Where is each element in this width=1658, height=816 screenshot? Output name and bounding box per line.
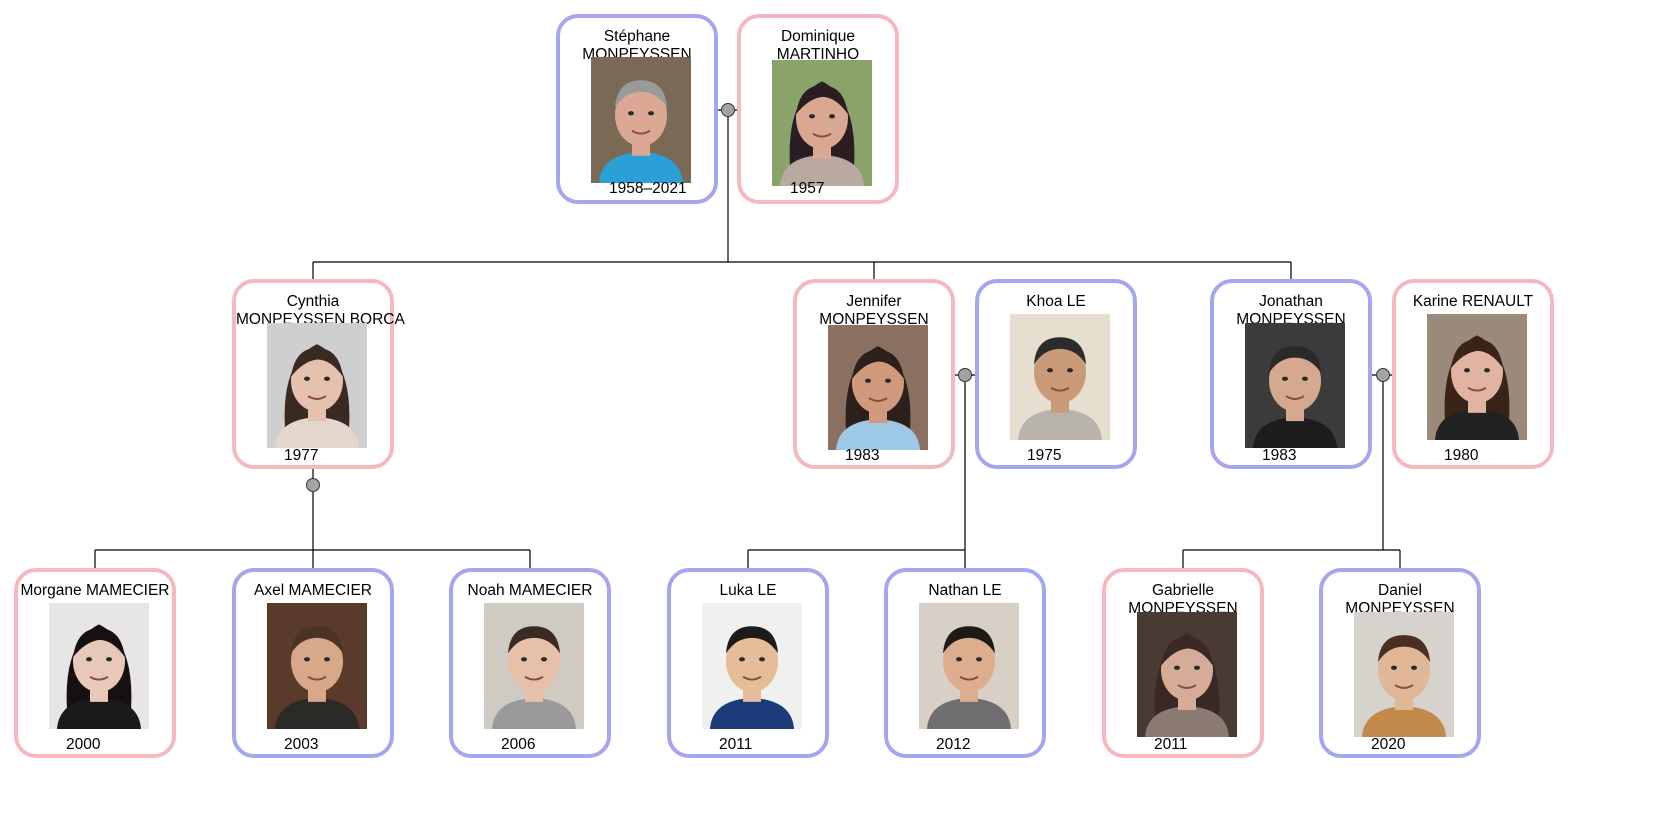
person-photo: [1354, 612, 1454, 737]
person-years: 2000: [66, 736, 101, 753]
person-photo: [1010, 314, 1110, 440]
person-card-khoa[interactable]: Khoa LE 1975: [975, 279, 1137, 469]
portrait-image: [828, 325, 928, 450]
person-name: Morgane MAMECIER: [18, 582, 172, 600]
person-years: 2011: [719, 736, 753, 753]
person-card-karine[interactable]: Karine RENAULT 1980: [1392, 279, 1554, 469]
person-photo: [267, 323, 367, 448]
person-photo: [1245, 323, 1345, 448]
person-photo: [484, 603, 584, 729]
person-photo: [49, 603, 149, 729]
person-name: Khoa LE: [979, 293, 1133, 311]
person-years: 1957: [790, 180, 825, 197]
first-name: Jennifer: [846, 293, 902, 310]
portrait-image: [267, 323, 367, 448]
person-name: Axel MAMECIER: [236, 582, 390, 600]
person-name: Nathan LE: [888, 582, 1042, 600]
last-name: MARTINHO: [776, 46, 860, 63]
portrait-image: [1245, 323, 1345, 448]
person-years: 1975: [1027, 447, 1062, 464]
first-name: Jonathan: [1259, 293, 1323, 310]
portrait-image: [267, 603, 367, 729]
person-photo: [1137, 612, 1237, 737]
first-name: Gabrielle: [1151, 582, 1215, 599]
union-node-cynthia[interactable]: [306, 478, 320, 492]
person-card-luka[interactable]: Luka LE 2011: [667, 568, 829, 758]
person-photo: [1427, 314, 1527, 440]
person-name: Karine RENAULT: [1396, 293, 1550, 311]
person-years: 1977: [284, 447, 319, 464]
portrait-image: [919, 603, 1019, 729]
person-photo: [772, 60, 872, 186]
person-name: Luka LE: [671, 582, 825, 600]
person-photo: [828, 325, 928, 450]
first-name: Khoa LE: [1026, 293, 1086, 310]
person-card-nathan[interactable]: Nathan LE 2012: [884, 568, 1046, 758]
person-years: 1983: [1262, 447, 1297, 464]
person-years: 2011: [1154, 736, 1188, 753]
person-years: 1958–2021: [609, 180, 687, 197]
first-name: Axel MAMECIER: [254, 582, 372, 599]
person-years: 2003: [284, 736, 319, 753]
person-years: 2012: [936, 736, 971, 753]
person-photo: [267, 603, 367, 729]
person-years: 2020: [1371, 736, 1406, 753]
first-name: Morgane MAMECIER: [20, 582, 170, 599]
union-node-jennifer-khoa[interactable]: [958, 368, 972, 382]
person-card-morgane[interactable]: Morgane MAMECIER 2000: [14, 568, 176, 758]
portrait-image: [1354, 612, 1454, 737]
person-name: Noah MAMECIER: [453, 582, 607, 600]
portrait-image: [49, 603, 149, 729]
portrait-image: [702, 603, 802, 729]
portrait-image: [772, 60, 872, 186]
portrait-image: [1427, 314, 1527, 440]
first-name: Dominique: [780, 28, 856, 45]
person-photo: [919, 603, 1019, 729]
person-card-noah[interactable]: Noah MAMECIER 2006: [449, 568, 611, 758]
person-years: 1980: [1444, 447, 1479, 464]
person-card-axel[interactable]: Axel MAMECIER 2003: [232, 568, 394, 758]
first-name: Daniel: [1378, 582, 1422, 599]
person-years: 2006: [501, 736, 536, 753]
portrait-image: [591, 57, 691, 183]
person-years: 1983: [845, 447, 880, 464]
union-node-stephane-dominique[interactable]: [721, 103, 735, 117]
first-name: Cynthia: [286, 293, 340, 310]
first-name: Luka LE: [719, 582, 777, 599]
person-photo: [702, 603, 802, 729]
person-photo: [591, 57, 691, 183]
first-name: Noah MAMECIER: [467, 582, 593, 599]
first-name: Stéphane: [603, 28, 671, 45]
first-name: Karine RENAULT: [1412, 293, 1534, 310]
union-node-jonathan-karine[interactable]: [1376, 368, 1390, 382]
portrait-image: [1010, 314, 1110, 440]
portrait-image: [484, 603, 584, 729]
portrait-image: [1137, 612, 1237, 737]
first-name: Nathan LE: [928, 582, 1002, 599]
last-name: MONPEYSSEN: [819, 311, 929, 328]
